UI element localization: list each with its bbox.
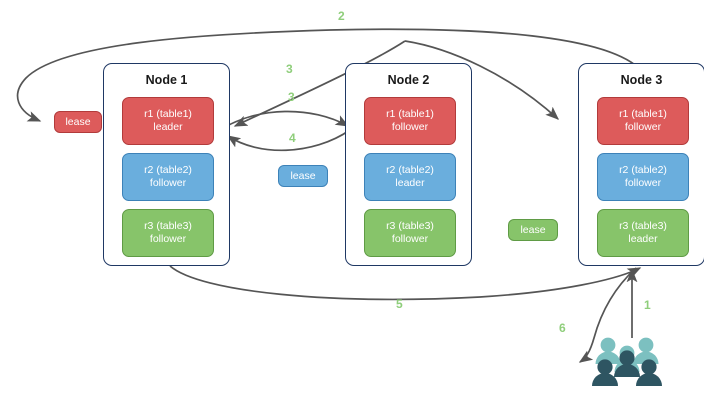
replica-name: r2 (table2) — [619, 164, 667, 176]
node-container-2: Node 2 r1 (table1) follower r2 (table2) … — [345, 63, 472, 266]
lease-badge-r2[interactable]: lease — [278, 165, 328, 187]
replica-name: r3 (table3) — [619, 220, 667, 232]
replica-role: follower — [149, 177, 187, 189]
replica-box[interactable]: r2 (table2) follower — [597, 153, 689, 201]
replica-box[interactable]: r1 (table1) leader — [122, 97, 214, 145]
replica-name: r2 (table2) — [144, 164, 192, 176]
replica-role: follower — [149, 233, 187, 245]
step-label-3b: 3 — [288, 90, 295, 104]
replica-box[interactable]: r3 (table3) follower — [364, 209, 456, 257]
step-label-3a: 3 — [286, 62, 293, 76]
node-title: Node 1 — [145, 73, 188, 87]
edge-step-5 — [169, 265, 642, 301]
replica-role: leader — [395, 177, 425, 189]
replica-box[interactable]: r2 (table2) follower — [122, 153, 214, 201]
replica-box[interactable]: r1 (table1) follower — [364, 97, 456, 145]
replica-role: follower — [624, 121, 662, 133]
step-label-1: 1 — [644, 298, 651, 312]
replica-role: leader — [153, 121, 183, 133]
step-label-2: 2 — [338, 9, 345, 23]
lease-badge-r3[interactable]: lease — [508, 219, 558, 241]
replica-role: leader — [628, 233, 658, 245]
replica-name: r1 (table1) — [619, 108, 667, 120]
node-title: Node 3 — [620, 73, 663, 87]
node-container-1: Node 1 r1 (table1) leader r2 (table2) fo… — [103, 63, 230, 266]
edge-step-3b — [219, 110, 350, 131]
node-container-3: Node 3 r1 (table1) follower r2 (table2) … — [578, 63, 704, 266]
replica-box[interactable]: r3 (table3) follower — [122, 209, 214, 257]
replica-box[interactable]: r2 (table2) leader — [364, 153, 456, 201]
replica-name: r3 (table3) — [144, 220, 192, 232]
replica-role: follower — [391, 121, 429, 133]
replica-name: r1 (table1) — [386, 108, 434, 120]
replica-name: r2 (table2) — [386, 164, 434, 176]
step-label-4: 4 — [289, 131, 296, 145]
users-icon — [592, 337, 662, 386]
node-title: Node 2 — [387, 73, 430, 87]
replica-role: follower — [391, 233, 429, 245]
replica-name: r3 (table3) — [386, 220, 434, 232]
lease-badge-r1[interactable]: lease — [54, 111, 102, 133]
replica-box[interactable]: r1 (table1) follower — [597, 97, 689, 145]
step-label-6: 6 — [559, 321, 566, 335]
step-label-5: 5 — [396, 297, 403, 311]
replica-role: follower — [624, 177, 662, 189]
replica-name: r1 (table1) — [144, 108, 192, 120]
replica-box[interactable]: r3 (table3) leader — [597, 209, 689, 257]
